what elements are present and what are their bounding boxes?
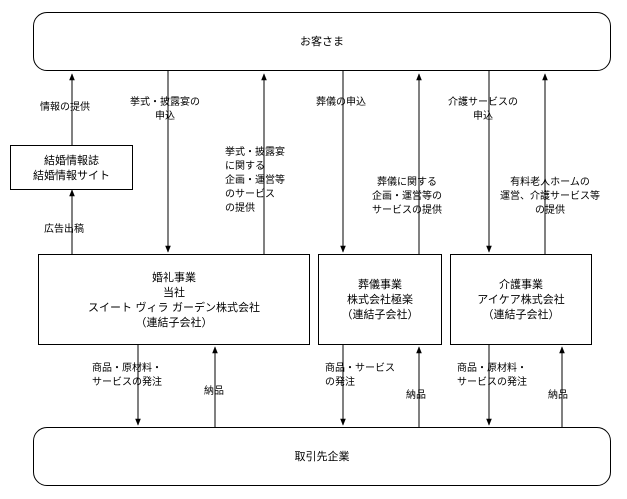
label-wedding-delivery: 納品 (204, 386, 224, 397)
funeral-business-box: 葬儀事業 株式会社極楽 （連結子会社） (318, 254, 442, 345)
care-box-line: （連結子会社） (482, 308, 560, 321)
customers-label: お客さま (300, 35, 344, 48)
care-business-box: 介護事業 アイケア株式会社 （連結子会社） (450, 254, 592, 345)
funeral-box-line: （連結子会社） (341, 308, 419, 321)
label-care-order: 商品・原材料・ サービスの発注 (457, 363, 527, 388)
wedding-box-line: スイート ヴィラ ガーデン株式会社 (88, 300, 260, 314)
label-ad-placement: 広告出稿 (44, 224, 84, 235)
funeral-box-line: 葬儀事業 (358, 278, 402, 291)
label-funeral-service: 葬儀に関する 企画・運営等の サービスの提供 (372, 177, 442, 216)
label-care-delivery: 納品 (548, 390, 568, 401)
care-box-line: アイケア株式会社 (477, 293, 565, 306)
customers-box: お客さま (33, 12, 611, 71)
label-funeral-order: 商品・サービス の発注 (325, 363, 395, 388)
label-wedding-request: 挙式・披露宴の 申込 (130, 97, 200, 122)
media-box-line: 結婚情報誌 (44, 153, 99, 167)
label-funeral-delivery: 納品 (406, 390, 426, 401)
label-care-request: 介護サービスの 申込 (448, 97, 518, 122)
wedding-media-box: 結婚情報誌 結婚情報サイト (10, 145, 133, 190)
label-care-service: 有料老人ホームの 運営、介護サービス等 の提供 (500, 177, 600, 216)
funeral-box-line: 株式会社極楽 (347, 293, 413, 306)
label-funeral-request: 葬儀の申込 (316, 97, 366, 108)
care-box-line: 介護事業 (499, 278, 543, 291)
wedding-box-line: 当社 (163, 285, 185, 299)
media-box-line: 結婚情報サイト (33, 168, 110, 182)
suppliers-label: 取引先企業 (294, 450, 350, 463)
label-wedding-service: 挙式・披露宴 に関する 企画・運営等 のサービス の提供 (225, 147, 285, 214)
suppliers-box: 取引先企業 (33, 427, 611, 486)
wedding-box-line: 婚礼事業 (152, 270, 196, 284)
label-info-provision: 情報の提供 (40, 102, 90, 113)
wedding-box-line: （連結子会社） (135, 315, 213, 329)
label-wedding-order: 商品・原材料・ サービスの発注 (92, 363, 162, 388)
wedding-business-box: 婚礼事業 当社 スイート ヴィラ ガーデン株式会社 （連結子会社） (38, 254, 310, 345)
